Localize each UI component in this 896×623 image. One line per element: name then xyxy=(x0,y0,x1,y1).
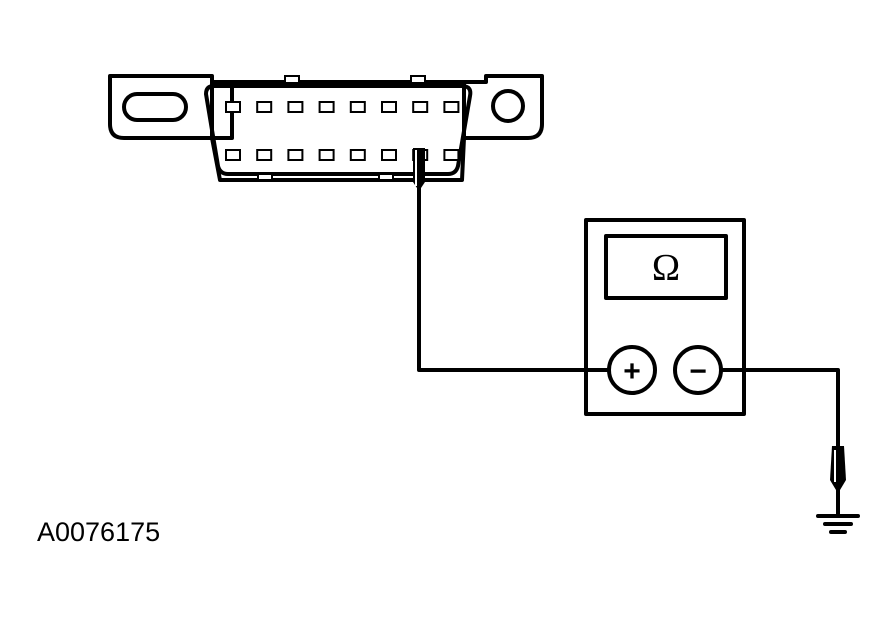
connector-pin xyxy=(443,101,460,113)
connector-pin xyxy=(225,149,241,161)
ground-symbol-icon xyxy=(816,514,860,534)
connector-pin xyxy=(349,101,366,113)
ohm-symbol: Ω xyxy=(652,247,680,289)
negative-terminal: − xyxy=(673,345,723,395)
connector-pin xyxy=(381,101,397,113)
probe-icon xyxy=(413,148,425,188)
connector-pin xyxy=(381,149,397,161)
connector-pin xyxy=(287,149,304,161)
obd-connector-icon xyxy=(108,74,544,182)
connector-pin xyxy=(256,149,273,161)
connector-pin xyxy=(318,101,335,113)
connector-pin xyxy=(318,149,335,161)
multimeter-icon: Ω xyxy=(584,218,746,416)
connector-pin xyxy=(287,101,304,113)
negative-terminal-label: − xyxy=(689,355,707,388)
figure-reference-id: A0076175 xyxy=(37,517,161,547)
negative-lead-wire xyxy=(719,368,840,448)
positive-terminal-label: + xyxy=(623,355,641,388)
connector-pin xyxy=(443,149,460,161)
connector-pin xyxy=(349,149,366,161)
positive-terminal: + xyxy=(607,345,657,395)
connector-pin xyxy=(225,101,241,113)
connector-pin xyxy=(256,101,273,113)
connector-pin xyxy=(412,101,429,113)
positive-lead-wire xyxy=(417,184,610,372)
ground-probe-icon xyxy=(830,446,846,490)
